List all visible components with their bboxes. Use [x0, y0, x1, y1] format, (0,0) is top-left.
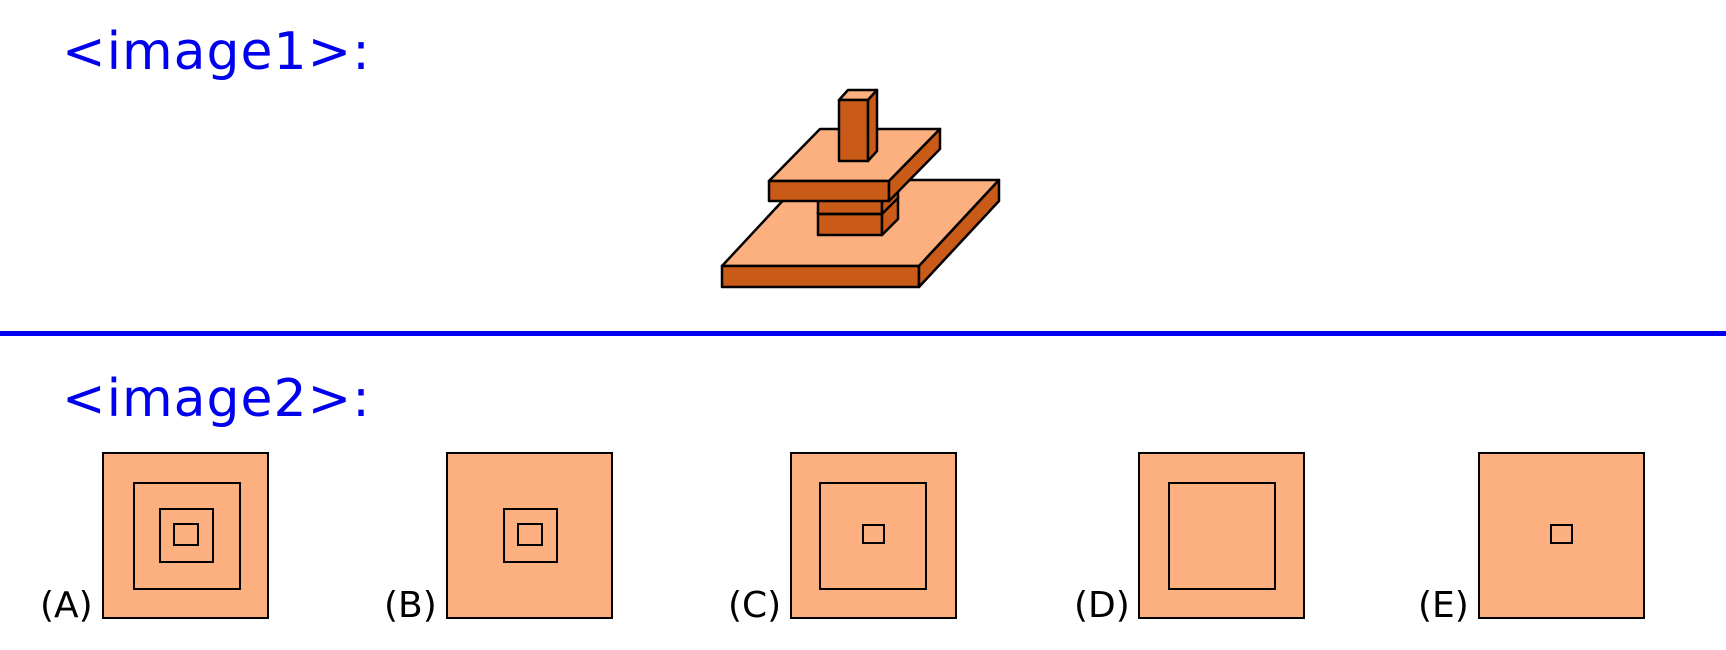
- stacked-blocks-figure: [720, 88, 1001, 289]
- option-a-figure[interactable]: [102, 452, 272, 620]
- option-b-figure[interactable]: [446, 452, 616, 620]
- upper-plate: [767, 127, 942, 203]
- option-e-figure[interactable]: [1478, 452, 1648, 620]
- top-pillar: [837, 88, 879, 163]
- option-a-label: (A): [40, 585, 93, 626]
- option-e-label: (E): [1418, 585, 1469, 626]
- option-b-label: (B): [384, 585, 437, 626]
- option-d-label: (D): [1074, 585, 1130, 626]
- option-d-figure[interactable]: [1138, 452, 1308, 620]
- option-c-label: (C): [728, 585, 782, 626]
- section-divider: [0, 331, 1726, 336]
- option-c-figure[interactable]: [790, 452, 960, 620]
- image2-label: <image2>:: [62, 369, 371, 429]
- image1-label: <image1>:: [62, 22, 371, 82]
